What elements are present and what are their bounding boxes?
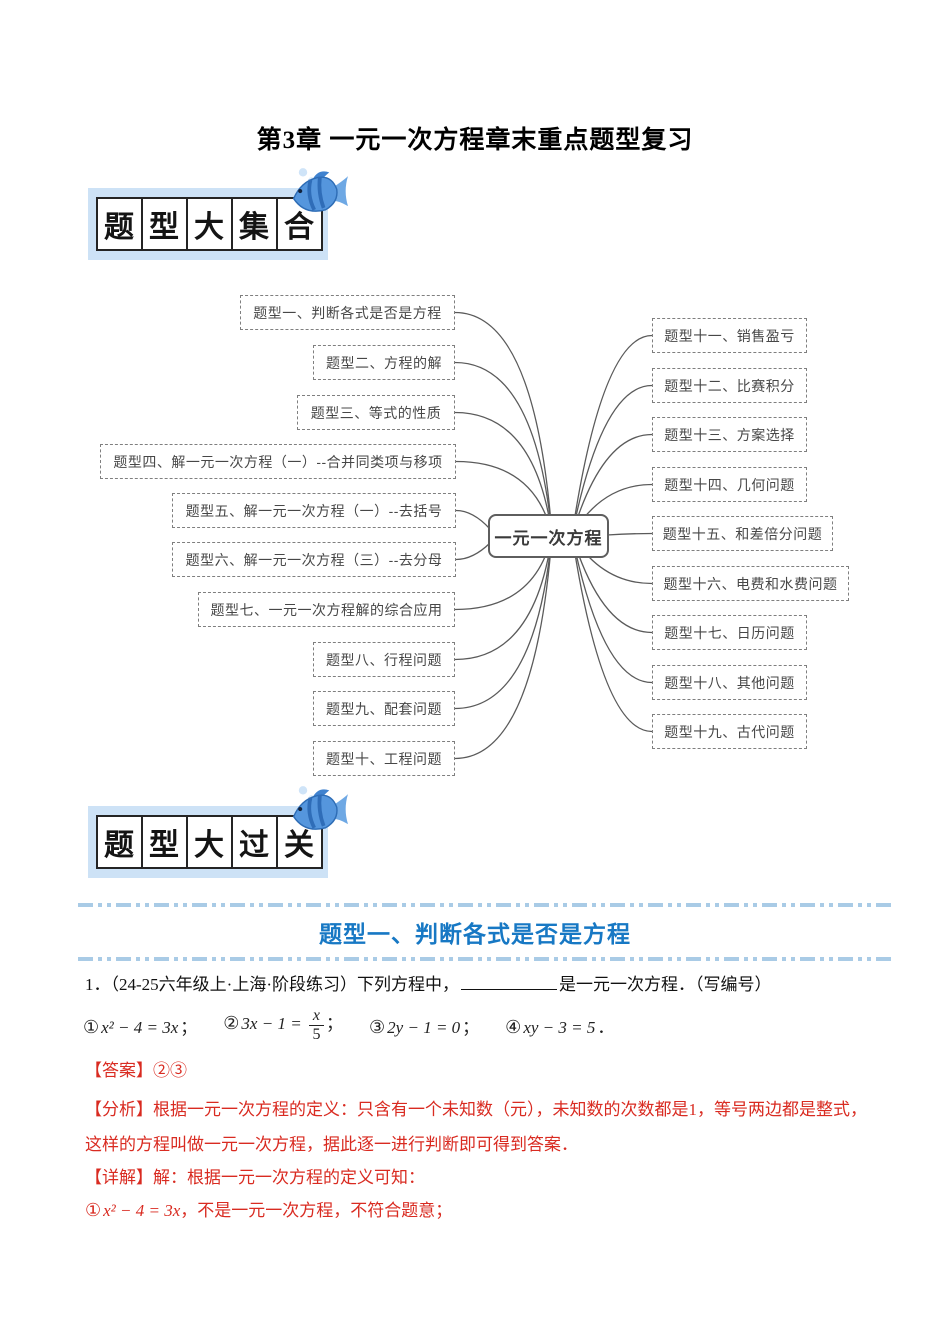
answer-blank (460, 971, 557, 990)
question-number: 1． (85, 975, 111, 994)
detail-line: 【详解】解：根据一元一次方程的定义可知： (85, 1163, 425, 1188)
mindmap-node-t13: 题型十三、方案选择 (652, 417, 807, 452)
banner-pass: 题 型 大 过 关 (88, 786, 348, 878)
banner-char: 大 (185, 197, 233, 251)
mindmap-center-node: 一元一次方程 (488, 514, 609, 558)
banner-char: 大 (185, 815, 233, 869)
equation-2-tag: ② (223, 1012, 240, 1033)
banner-char: 合 (275, 197, 323, 251)
mindmap-node-t6: 题型六、解一元一次方程（三）--去分母 (172, 542, 456, 577)
banner-char: 型 (140, 197, 188, 251)
equation-1-body: x² − 4 = 3x (101, 1017, 179, 1037)
equation-4-tag: ④ (505, 1016, 522, 1037)
question-tail: 是一元一次方程．（写编号） (558, 975, 772, 994)
mindmap-node-t4: 题型四、解一元一次方程（一）--合并同类项与移项 (100, 444, 456, 479)
analysis-text-1: 根据一元一次方程的定义：只含有一个未知数（元），未知数的次数都是1，等号两边都是… (153, 1100, 867, 1119)
equation-2-pre: 3x − 1 = (241, 1013, 306, 1033)
mindmap-node-t1: 题型一、判断各式是否是方程 (240, 295, 455, 330)
fraction-numerator: x (308, 1007, 325, 1026)
analysis-line: 【分析】根据一元一次方程的定义：只含有一个未知数（元），未知数的次数都是1，等号… (85, 1092, 900, 1162)
mindmap-node-t9: 题型九、配套问题 (313, 691, 455, 726)
mindmap-node-t2: 题型二、方程的解 (313, 345, 455, 380)
fish-icon (292, 168, 348, 212)
banner-strip: 题 型 大 集 合 (88, 188, 328, 260)
question-lead: （24-25六年级上·上海·阶段练习）下列方程中， (110, 975, 459, 994)
banner-char: 型 (140, 815, 188, 869)
question-1: 1．（24-25六年级上·上海·阶段练习）下列方程中， 是一元一次方程．（写编号） (85, 970, 771, 995)
detail-text: 解：根据一元一次方程的定义可知： (153, 1168, 425, 1187)
mindmap-node-t15: 题型十五、和差倍分问题 (652, 516, 833, 551)
analysis-label: 【分析】 (85, 1100, 153, 1119)
banner-char: 题 (95, 815, 143, 869)
doc-title: 第3章 一元一次方程章末重点题型复习 (256, 127, 694, 154)
mindmap-node-t17: 题型十七、日历问题 (652, 615, 807, 650)
equation-4-sep: ． (597, 1017, 615, 1037)
equation-1-tag: ① (83, 1016, 100, 1037)
equation-3-sep: ； (462, 1017, 480, 1037)
mindmap-node-t11: 题型十一、销售盈亏 (652, 318, 807, 353)
mindmap-connectors (454, 311, 653, 760)
mindmap-node-t10: 题型十、工程问题 (313, 741, 455, 776)
step-1-math: x² − 4 = 3x (103, 1201, 181, 1220)
step-1-text: ，不是一元一次方程，不符合题意； (180, 1201, 453, 1220)
mindmap-node-t14: 题型十四、几何问题 (652, 467, 807, 502)
mindmap: 题型一、判断各式是否是方程题型二、方程的解题型三、等式的性质题型四、解一元一次方… (0, 285, 950, 805)
equation-2-sep: ； (326, 1013, 344, 1033)
mindmap-node-t19: 题型十九、古代问题 (652, 714, 807, 749)
banner-char: 题 (95, 197, 143, 251)
mindmap-node-t7: 题型七、一元一次方程解的综合应用 (198, 592, 455, 627)
mindmap-node-t5: 题型五、解一元一次方程（一）--去括号 (172, 493, 456, 528)
section-divider-top (78, 903, 896, 907)
equation-1-sep: ； (180, 1017, 198, 1037)
section-divider-bottom (78, 957, 896, 961)
step-1-tag: ① (85, 1200, 102, 1220)
analysis-text-2: 这样的方程叫做一元一次方程，据此逐一进行判断即可得到答案． (85, 1135, 578, 1154)
mindmap-node-t18: 题型十八、其他问题 (652, 665, 807, 700)
fraction-denominator: 5 (312, 1025, 321, 1043)
banner-char: 集 (230, 197, 278, 251)
mindmap-node-t8: 题型八、行程问题 (313, 642, 455, 677)
mindmap-node-t3: 题型三、等式的性质 (297, 395, 455, 430)
banner-char: 过 (230, 815, 278, 869)
fish-icon (292, 786, 348, 830)
mindmap-node-t16: 题型十六、电费和水费问题 (652, 566, 849, 601)
banner-collection: 题 型 大 集 合 (88, 168, 348, 260)
answer-value: ②③ (153, 1061, 187, 1080)
answer-line: 【答案】②③ (85, 1056, 187, 1081)
answer-label: 【答案】 (85, 1061, 153, 1080)
section-heading: 题型一、判断各式是否是方程 (319, 921, 631, 947)
detail-label: 【详解】 (85, 1168, 153, 1187)
equation-3-tag: ③ (369, 1016, 386, 1037)
equation-3-body: 2y − 1 = 0 (387, 1017, 461, 1037)
equation-4-body: xy − 3 = 5 (523, 1017, 596, 1037)
mindmap-node-t12: 题型十二、比赛积分 (652, 368, 807, 403)
